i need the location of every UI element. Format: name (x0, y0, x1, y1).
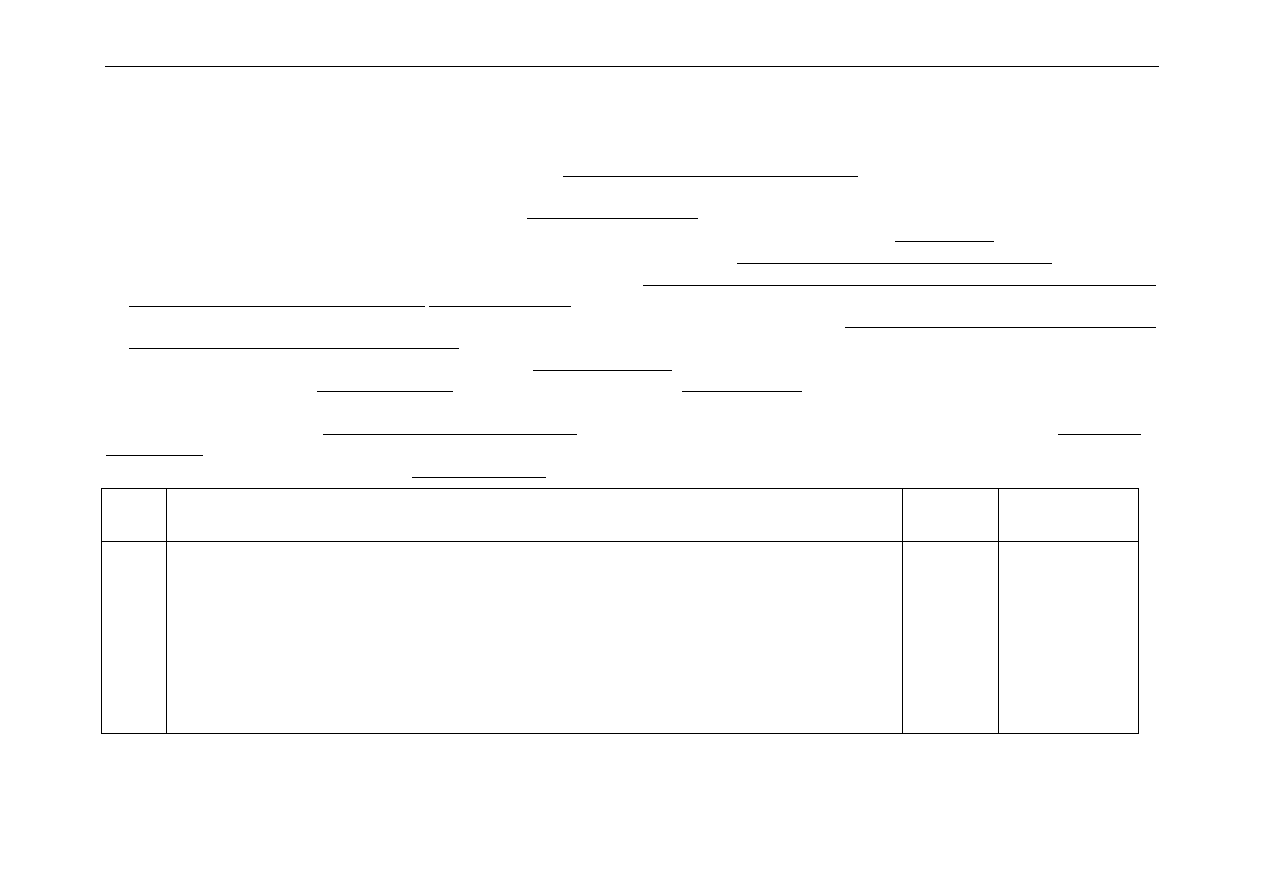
blank-line-5[interactable] (643, 285, 1156, 286)
table-header-cell (166, 488, 903, 542)
header-rule (105, 66, 1159, 67)
table-header-row (101, 488, 1139, 542)
blank-line-3[interactable] (895, 241, 994, 242)
blank-line-11[interactable] (317, 391, 453, 392)
blank-line-15[interactable] (106, 455, 203, 456)
table-cell[interactable] (166, 541, 903, 734)
blank-line-1[interactable] (563, 176, 858, 177)
table-cell[interactable] (998, 541, 1139, 734)
table-header-cell (101, 488, 167, 542)
blank-line-7[interactable] (429, 306, 571, 307)
blank-line-13[interactable] (323, 434, 577, 435)
blank-line-14[interactable] (1058, 434, 1141, 435)
blank-line-9[interactable] (129, 348, 459, 349)
table-row (101, 541, 1139, 734)
table-cell[interactable] (902, 541, 999, 734)
form-table (101, 488, 1139, 734)
blank-line-16[interactable] (412, 477, 546, 478)
blank-line-6[interactable] (129, 306, 425, 307)
blank-line-4[interactable] (737, 263, 1052, 264)
table-cell[interactable] (101, 541, 167, 734)
blank-line-2[interactable] (527, 218, 698, 219)
blank-line-8[interactable] (845, 327, 1156, 328)
table-header-cell (998, 488, 1139, 542)
table-header-cell (902, 488, 999, 542)
blank-line-10[interactable] (533, 370, 672, 371)
blank-line-12[interactable] (682, 391, 802, 392)
